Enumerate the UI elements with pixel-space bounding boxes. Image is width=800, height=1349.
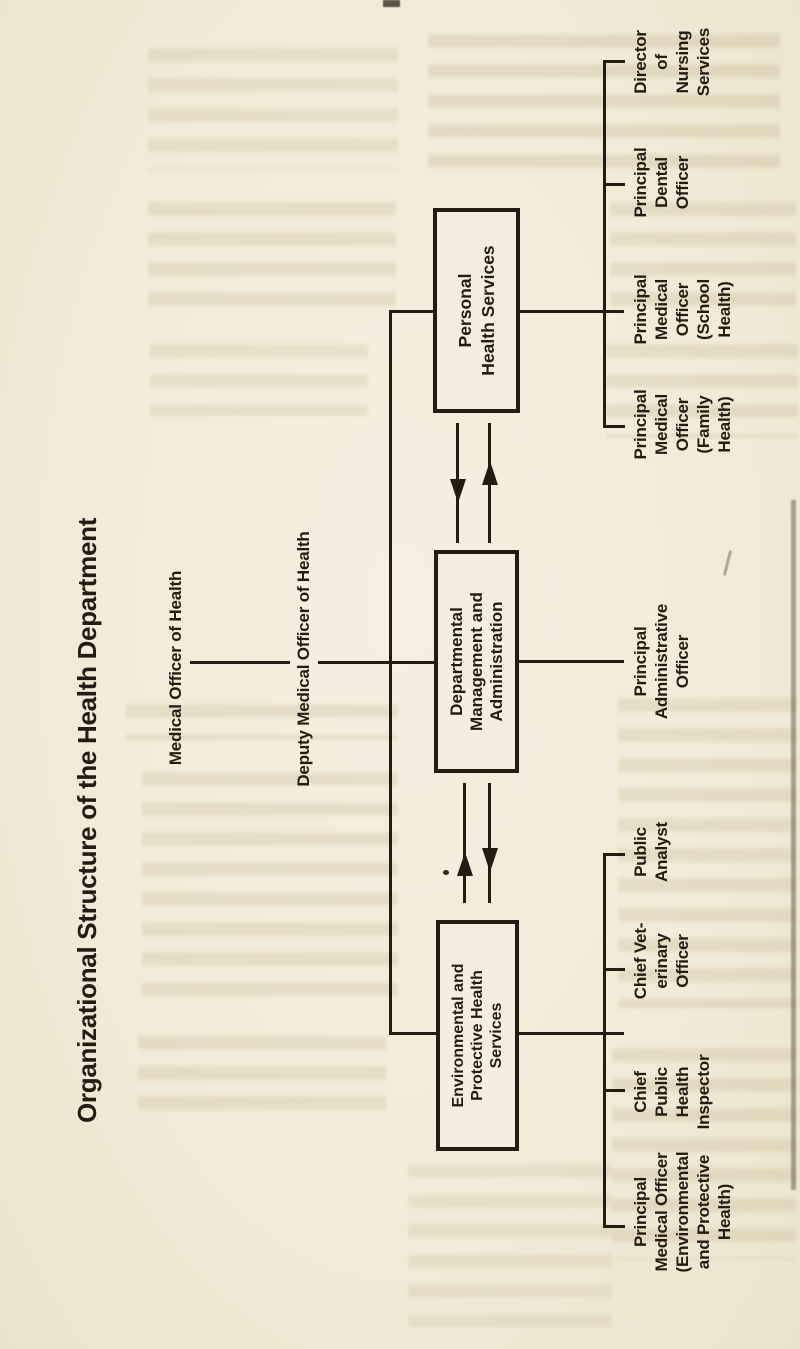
officer-label-line: Director bbox=[631, 30, 650, 94]
officer-label-line: Medical Officer bbox=[652, 1152, 671, 1272]
officer-label-line: Health bbox=[673, 1066, 692, 1118]
bracket-tick bbox=[606, 853, 625, 856]
officer-label-line: Medical bbox=[652, 394, 671, 455]
division-box-departmental: Departmental Management and Administrati… bbox=[434, 550, 519, 773]
officer-label-line: (Environmental bbox=[673, 1151, 692, 1273]
officer-label-line: Officer bbox=[673, 397, 692, 452]
left-arrowhead-icon bbox=[482, 848, 498, 872]
connector-departmental-to-officer bbox=[519, 660, 624, 663]
officer-label-line: Analyst bbox=[652, 822, 671, 883]
officer-label-line: of bbox=[652, 54, 671, 70]
deputy-medical-officer-label: Deputy Medical Officer of Health bbox=[294, 531, 313, 787]
officer-label-principal-dental: Principal Dental Officer bbox=[630, 125, 693, 240]
officer-label-line: Administrative bbox=[652, 603, 671, 720]
connector-environmental-to-officers bbox=[518, 1032, 624, 1035]
bracket-environmental bbox=[603, 853, 606, 1228]
bleedthrough-text-ghost bbox=[126, 698, 398, 740]
bleedthrough-text-ghost bbox=[618, 692, 796, 1008]
trunk-line bbox=[389, 310, 392, 1034]
officer-label-line: and Protective bbox=[694, 1154, 713, 1270]
medical-officer-of-health-label: Medical Officer of Health bbox=[166, 570, 185, 766]
division-box-line: Health Services bbox=[477, 245, 498, 376]
division-box-line: Services bbox=[488, 1002, 505, 1069]
officer-label-pmo-environmental: Principal Medical Officer (Environmental… bbox=[630, 1135, 735, 1289]
officer-label-line: Medical bbox=[652, 279, 671, 340]
bleedthrough-text-ghost bbox=[612, 1042, 796, 1260]
officer-label-line: Chief bbox=[631, 1071, 650, 1113]
officer-label-pmo-family-health: Principal Medical Officer (Family Health… bbox=[630, 367, 735, 482]
officer-label-line: Services bbox=[694, 27, 713, 97]
page-title: Organizational Structure of the Health D… bbox=[72, 517, 102, 1123]
officer-label-chief-public-health-inspector: Chief Public Health Inspector bbox=[630, 1034, 714, 1150]
left-arrowhead-icon bbox=[450, 479, 466, 503]
officer-label-line: Public bbox=[652, 1067, 671, 1117]
division-box-line: Environmental and bbox=[450, 963, 467, 1108]
bleedthrough-text-ghost bbox=[610, 196, 796, 308]
bracket-tick bbox=[606, 1089, 625, 1092]
officer-label-principal-administrative: Principal Administrative Officer bbox=[630, 579, 693, 744]
officer-label-line: Principal bbox=[631, 274, 650, 345]
officer-label-line: Health) bbox=[715, 1183, 734, 1241]
ink-speck bbox=[443, 870, 449, 875]
exchange-arrow-line bbox=[488, 783, 491, 903]
officer-label-line: Officer bbox=[673, 155, 692, 210]
connector-personal-to-officers bbox=[520, 310, 624, 313]
bracket-tick bbox=[606, 60, 625, 63]
officer-label-pmo-school-health: Principal Medical Officer (School Health… bbox=[630, 252, 735, 367]
bracket-tick bbox=[606, 183, 625, 186]
officer-label-line: Health) bbox=[715, 281, 734, 338]
officer-label-line: Public bbox=[631, 827, 650, 877]
officer-label-line: Nursing bbox=[673, 30, 692, 94]
officer-label-line: Inspector bbox=[694, 1054, 713, 1130]
bracket-tick bbox=[606, 425, 625, 428]
officer-label-line: Chief Vet- bbox=[631, 922, 650, 1000]
division-box-line: Protective Health bbox=[469, 970, 486, 1101]
officer-label-line: Dental bbox=[652, 157, 671, 208]
bleedthrough-text-ghost bbox=[148, 196, 396, 314]
division-box-environmental: Environmental and Protective Health Serv… bbox=[436, 920, 519, 1151]
bleedthrough-text-ghost bbox=[408, 1158, 612, 1328]
officer-label-chief-veterinary: Chief Vet- erinary Officer bbox=[630, 903, 693, 1019]
bleedthrough-text-ghost bbox=[150, 338, 368, 416]
branch-environmental bbox=[389, 1032, 438, 1035]
scan-corner-mark bbox=[383, 0, 400, 7]
division-box-line: Administration bbox=[486, 601, 506, 722]
officer-label-line: Officer bbox=[673, 282, 692, 337]
exchange-arrow-line bbox=[463, 783, 466, 903]
officer-label-line: Principal bbox=[631, 1177, 650, 1248]
officer-label-line: Principal bbox=[631, 626, 650, 697]
officer-label-line: Officer bbox=[673, 934, 692, 988]
officer-label-director-nursing: Director of Nursing Services bbox=[630, 2, 714, 122]
bracket-tick bbox=[606, 1225, 625, 1228]
bleedthrough-text-ghost bbox=[142, 766, 398, 1008]
right-arrowhead-icon bbox=[457, 852, 473, 876]
bleedthrough-text-ghost bbox=[138, 1030, 386, 1122]
division-box-line: Personal bbox=[454, 273, 475, 348]
officer-label-line: Principal bbox=[631, 389, 650, 460]
officer-label-line: (School bbox=[694, 279, 713, 340]
bleedthrough-text-ghost bbox=[606, 338, 798, 438]
division-box-line: Management and bbox=[466, 592, 486, 731]
bracket-tick bbox=[606, 968, 625, 971]
scan-edge-streak bbox=[791, 500, 796, 1190]
officer-label-public-analyst: Public Analyst bbox=[630, 792, 672, 912]
branch-personal bbox=[389, 310, 435, 313]
officer-label-line: erinary bbox=[652, 933, 671, 989]
connector-head-to-deputy bbox=[190, 661, 290, 664]
officer-label-line: (Family bbox=[694, 395, 713, 454]
division-box-line: Departmental bbox=[446, 607, 466, 716]
officer-label-line: Officer bbox=[673, 634, 692, 689]
officer-label-line: Health) bbox=[715, 396, 734, 453]
bleedthrough-text-ghost bbox=[148, 42, 398, 170]
right-arrowhead-icon bbox=[482, 461, 498, 485]
division-box-personal: Personal Health Services bbox=[433, 208, 520, 413]
bracket-personal bbox=[603, 60, 606, 428]
officer-label-line: Principal bbox=[631, 147, 650, 218]
connector-deputy-to-trunk bbox=[318, 661, 436, 664]
